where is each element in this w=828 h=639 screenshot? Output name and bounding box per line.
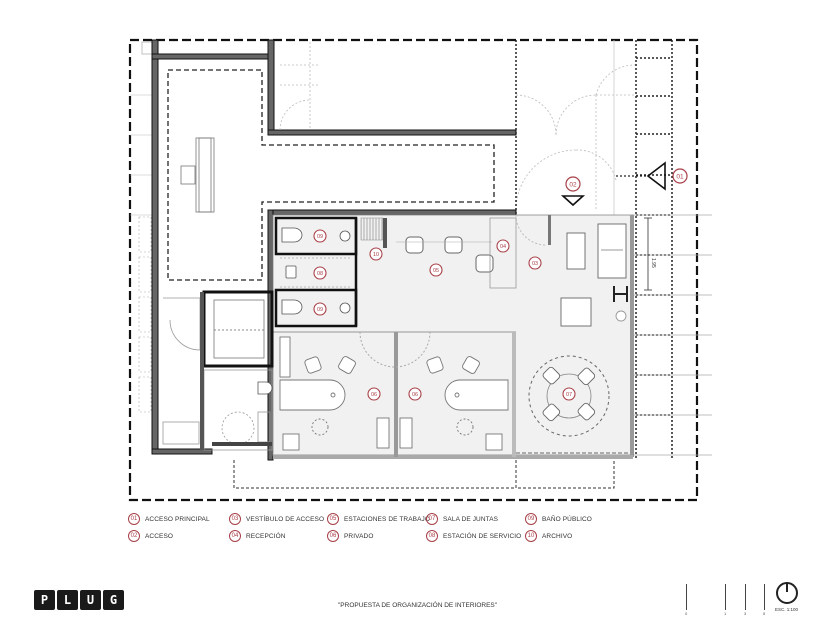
bathrooms-block [274,216,358,328]
plant-icon [615,310,627,322]
svg-text:06: 06 [412,392,418,398]
main-access-arrow-icon [646,161,666,191]
logo-letter: L [57,590,78,610]
sink-icon [339,302,351,314]
toilet-icon [281,227,303,243]
svg-text:09: 09 [317,307,323,313]
legend-item-01: 01Acceso principal [128,512,210,526]
room-tag-04: 04 [496,239,510,253]
room-tag-07: 07 [562,387,576,401]
room-tag-02: 02 [565,176,581,192]
logo-letter: G [103,590,124,610]
armchair [560,297,592,327]
legend-item-08: 08Estación de servicio [426,529,521,543]
svg-text:01: 01 [676,174,684,181]
chair-icon [405,236,424,254]
scale-bar: 0 1 3 5 ESC. 1:100 [680,582,810,618]
toilet-icon [281,299,303,315]
private-office-2 [399,356,509,451]
svg-text:08: 08 [317,271,323,277]
legend: 01Acceso principal 02Acceso 03Vestíbulo … [128,512,628,544]
room-tag-09a: 09 [313,229,327,243]
dimension-label: 1.95 [650,258,656,268]
h-marker [613,286,628,302]
room-tag-03: 03 [528,256,542,270]
legend-item-03: 03Vestíbulo de acceso [229,512,324,526]
room-tag-05: 05 [429,263,443,277]
plan-caption: "PROPUESTA DE ORGANIZACIÓN DE INTERIORES… [338,602,498,609]
room-tag-08: 08 [313,266,327,280]
courtyard-outline [167,69,495,281]
svg-text:09: 09 [317,234,323,240]
svg-text:07: 07 [566,392,572,398]
room-tag-01: 01 [672,168,688,184]
chair-icon [444,236,463,254]
north-arrow-icon [776,582,798,604]
scale-tick [725,584,726,610]
property-boundary [128,38,699,502]
room-tag-09b: 09 [313,302,327,316]
sink-icon [339,230,351,242]
legend-item-10: 10Archivo [525,529,572,543]
legend-item-09: 09Baño público [525,512,592,526]
sofa [597,223,627,279]
svg-text:04: 04 [500,244,506,250]
desk-figure [180,137,215,213]
coffee-table [566,232,586,270]
upper-open-area [279,42,637,211]
svg-text:03: 03 [532,261,538,267]
svg-text:05: 05 [433,268,439,274]
private-office-1 [279,336,390,451]
left-parking-strip [130,41,153,413]
logo-letter: U [80,590,101,610]
access-arrow-icon [560,195,586,207]
svg-text:02: 02 [569,182,577,189]
legend-item-02: 02Acceso [128,529,173,543]
scale-tick [745,584,746,610]
legend-item-07: 07Sala de juntas [426,512,498,526]
legend-item-06: 06Privado [327,529,373,543]
legend-item-04: 04Recepción [229,529,286,543]
scale-tick [764,584,765,610]
reception-counter [489,217,517,289]
room-tag-06b: 06 [408,387,422,401]
accessible-bathroom [162,297,273,451]
archive-hatch [360,217,384,241]
svg-text:10: 10 [373,252,379,258]
room-tags: 01 02 03 04 05 06 06 07 08 09 09 10 [313,168,688,401]
logo-letter: P [34,590,55,610]
facade-grid [635,40,673,460]
dimension-marker [644,217,652,291]
room-tag-06a: 06 [367,387,381,401]
svg-text:06: 06 [371,392,377,398]
legend-item-05: 05Estaciones de trabajo [327,512,430,526]
plug-logo: P L U G [34,590,124,610]
room-tag-10: 10 [369,247,383,261]
chair-icon [475,254,494,273]
scale-tick [686,584,687,610]
elevator [202,290,274,368]
meeting-table [528,355,610,437]
